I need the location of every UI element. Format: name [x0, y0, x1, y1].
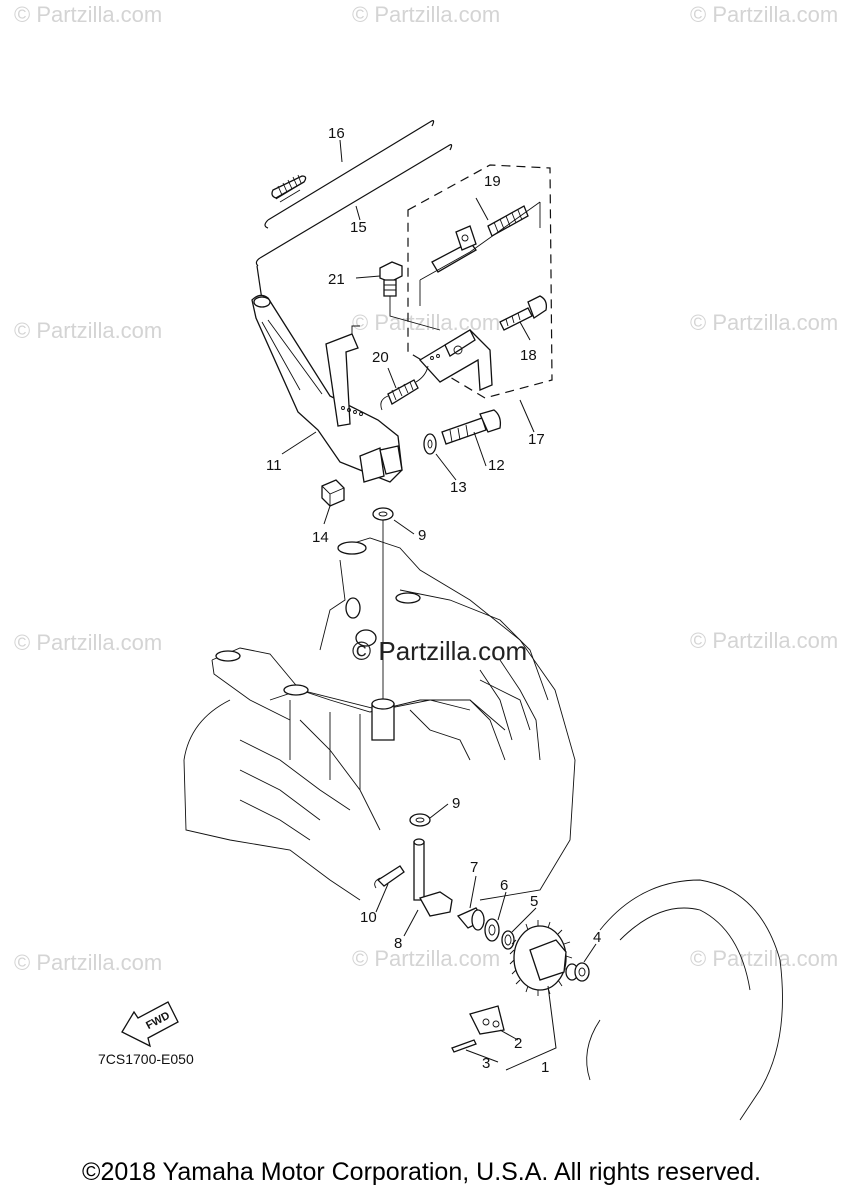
bolt-18: [499, 295, 548, 331]
leader-lines: [281, 139, 597, 1071]
gear-assembly: [509, 920, 579, 996]
engine-housing: [183, 537, 576, 901]
callout-8: 8: [394, 935, 402, 952]
block-14: [321, 479, 345, 507]
watermark: © Partzilla.com: [14, 318, 162, 343]
callout-9-upper: 9: [418, 527, 426, 544]
lever-spring: [380, 365, 429, 411]
callout-1: 1: [541, 1059, 549, 1076]
washer-6: [484, 918, 500, 942]
clip-10: [374, 865, 405, 889]
bolt-12: [441, 409, 502, 445]
callout-21: 21: [328, 271, 345, 288]
washer-13: [423, 433, 437, 455]
callout-12: 12: [488, 457, 505, 474]
callout-17: 17: [528, 431, 545, 448]
lever-arm: [251, 294, 403, 483]
watermark: © Partzilla.com: [352, 2, 500, 27]
callout-15: 15: [350, 219, 367, 236]
watermark: © Partzilla.com: [14, 950, 162, 975]
callout-14: 14: [312, 529, 329, 546]
bolt-21: [379, 261, 441, 331]
callout-11: 11: [266, 457, 282, 474]
callout-5: 5: [530, 893, 538, 910]
rod-assembly: [255, 120, 453, 301]
washer-9-upper: [372, 507, 394, 521]
o-ring-5: [501, 930, 515, 950]
bracket-assembly-box: [407, 164, 553, 399]
washer-9-lower: [409, 813, 431, 827]
callout-16: 16: [328, 125, 345, 142]
callout-13: 13: [450, 479, 467, 496]
center-watermark: © Partzilla.com: [352, 636, 527, 666]
watermark: © Partzilla.com: [690, 628, 838, 653]
watermark: © Partzilla.com: [352, 946, 500, 971]
callout-19: 19: [484, 173, 501, 190]
copyright-notice: ©2018 Yamaha Motor Corporation, U.S.A. A…: [82, 1158, 761, 1186]
pin-3: [451, 1039, 477, 1053]
callout-6: 6: [500, 877, 508, 894]
watermark: © Partzilla.com: [14, 630, 162, 655]
plate-2: [469, 1005, 505, 1035]
callout-7: 7: [470, 859, 478, 876]
rod-spring: [271, 174, 307, 203]
watermark: © Partzilla.com: [690, 946, 838, 971]
callout-9-lower: 9: [452, 795, 460, 812]
bracket-body: [418, 329, 493, 391]
shaft-8: [413, 838, 453, 917]
callout-4: 4: [593, 929, 601, 946]
watermark: © Partzilla.com: [352, 310, 500, 335]
side-cover: [586, 879, 783, 1121]
watermark: © Partzilla.com: [690, 310, 838, 335]
callout-10: 10: [360, 909, 377, 926]
washer-4: [574, 962, 590, 982]
watermark: © Partzilla.com: [690, 2, 838, 27]
watermark: © Partzilla.com: [14, 2, 162, 27]
callout-2: 2: [514, 1035, 522, 1052]
watermark-group: © Partzilla.com © Partzilla.com © Partzi…: [14, 2, 838, 975]
fwd-arrow-icon: FWD: [121, 1001, 179, 1048]
callout-20: 20: [372, 349, 389, 366]
bracket-spring: [487, 205, 529, 237]
callout-18: 18: [520, 347, 537, 364]
diagram-code: 7CS1700-E050: [98, 1051, 194, 1067]
bracket-clip: [419, 201, 541, 306]
bushing-7: [456, 907, 485, 931]
callout-3: 3: [482, 1055, 490, 1072]
callout-group: 1 2 3 4 5 6 7 8 9 9 10 11 12 13 14 15 16…: [266, 125, 601, 1076]
